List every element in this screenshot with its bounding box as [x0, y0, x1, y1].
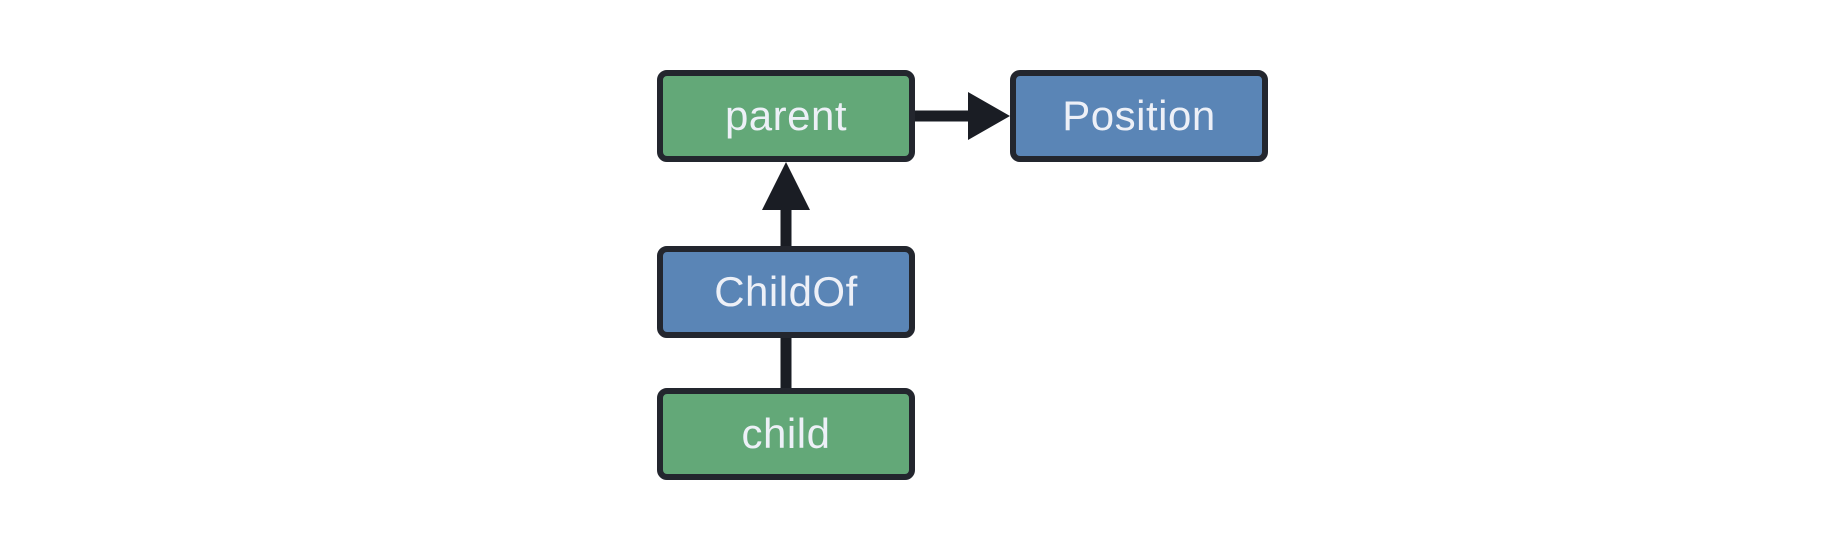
node-child: child: [657, 388, 915, 480]
node-child-label: child: [741, 410, 831, 457]
arrowhead-right-icon: [968, 92, 1010, 140]
node-position-label: Position: [1062, 92, 1216, 139]
node-parent: parent: [657, 70, 915, 162]
edge-childof-to-parent: [762, 162, 810, 247]
node-childof: ChildOf: [657, 246, 915, 338]
node-position: Position: [1010, 70, 1268, 162]
node-childof-label: ChildOf: [714, 268, 858, 315]
node-parent-label: parent: [724, 92, 848, 139]
arrowhead-up-icon: [762, 162, 810, 210]
edge-parent-to-position: [915, 92, 1010, 140]
